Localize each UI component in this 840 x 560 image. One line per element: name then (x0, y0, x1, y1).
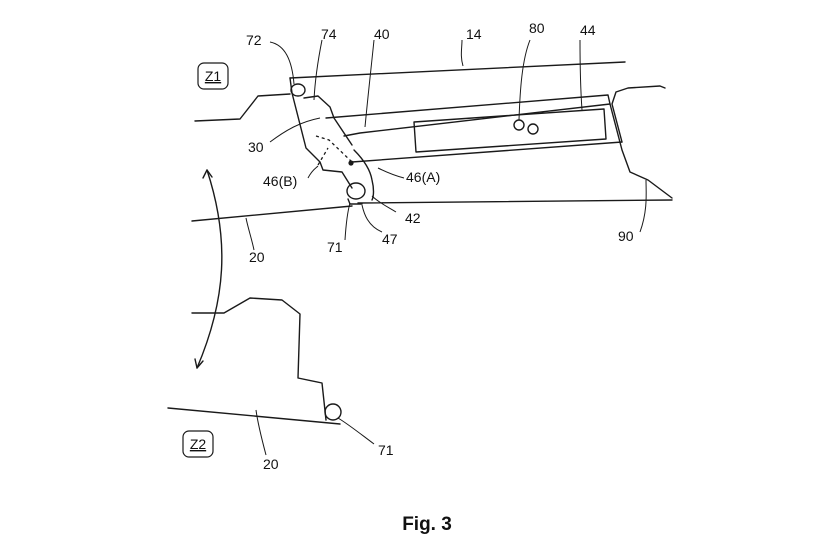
component-90 (611, 85, 666, 143)
label-74: 74 (321, 26, 337, 42)
leader-46a (377, 167, 405, 179)
leader-46b (307, 165, 319, 179)
lever-30 (289, 77, 353, 189)
label-42: 42 (405, 210, 421, 226)
label-20-lower: 20 (263, 456, 279, 472)
roller-71-lower (324, 403, 342, 421)
cover-plate-40 (325, 94, 611, 137)
component-90-inner (609, 103, 673, 199)
base-part-upper (194, 93, 291, 122)
leader-14 (460, 39, 464, 67)
guide-42 (353, 149, 375, 201)
label-40: 40 (374, 26, 390, 42)
leader-74 (313, 39, 323, 101)
label-80: 80 (529, 20, 545, 36)
leader-80 (518, 39, 531, 121)
label-90: 90 (618, 228, 634, 244)
figure-caption: Fig. 3 (402, 514, 452, 535)
label-20-upper: 20 (249, 249, 265, 265)
arrow-head-top (202, 169, 213, 179)
label-44: 44 (580, 22, 596, 38)
base-part-lower (191, 297, 327, 421)
label-14: 14 (466, 26, 482, 42)
leader-40 (364, 39, 375, 128)
label-46b: 46(B) (263, 173, 297, 189)
zone-label-z1: Z1 (205, 68, 222, 84)
leader-71a (344, 202, 351, 241)
base-line-20-upper (191, 205, 353, 222)
housing-top-line (289, 61, 626, 79)
label-72: 72 (246, 32, 262, 48)
leader-90 (639, 179, 647, 233)
arrow-head-bottom (194, 358, 204, 369)
pivot-72 (290, 83, 306, 97)
housing-mid-line (351, 141, 623, 163)
base-line-right (357, 199, 673, 204)
slot-44 (413, 108, 607, 153)
element-80-b (527, 123, 539, 135)
label-46a: 46(A) (406, 169, 440, 185)
label-71-upper: 71 (327, 239, 343, 255)
zone-box-z1: Z1 (197, 62, 229, 90)
base-line-20-lower (167, 407, 341, 425)
label-30: 30 (248, 139, 264, 155)
path-46b-tail (317, 147, 329, 166)
reference-labels: 72 74 40 14 80 44 30 46(B) 46(A) 42 47 7… (246, 20, 634, 472)
leader-71b (337, 417, 375, 445)
rotation-arrow (194, 169, 223, 369)
leader-42 (371, 195, 397, 213)
lower-view (167, 297, 342, 425)
leader-30 (269, 117, 321, 143)
leader-44 (579, 39, 583, 111)
upper-view (191, 61, 673, 222)
roller-71-upper (346, 182, 366, 200)
label-47: 47 (382, 231, 398, 247)
rotation-arc (196, 169, 223, 369)
zone-label-z2: Z2 (190, 436, 207, 452)
lever-upper-edge (303, 95, 353, 146)
point-46a (348, 160, 354, 166)
leader-20a (245, 217, 255, 251)
element-80-a (513, 119, 525, 131)
zone-box-z2: Z2 (182, 430, 214, 458)
leader-lines (245, 39, 647, 456)
leader-72 (269, 41, 295, 85)
path-46b (315, 135, 353, 163)
leader-47 (361, 204, 383, 233)
label-71-lower: 71 (378, 442, 394, 458)
leader-20b (255, 409, 267, 456)
